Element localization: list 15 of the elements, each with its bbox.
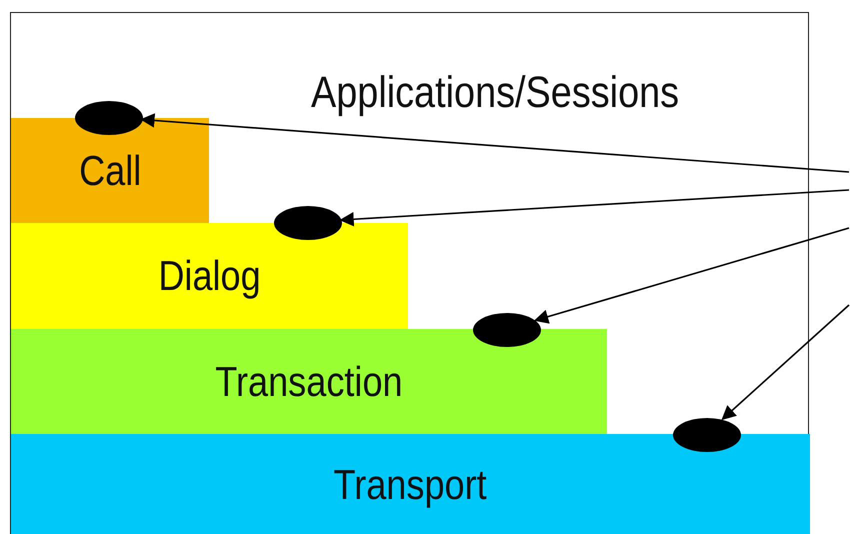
layer-box xyxy=(11,434,810,534)
layer-box xyxy=(11,223,408,329)
diagram-frame xyxy=(10,12,809,534)
layer-box xyxy=(11,118,209,223)
arrow xyxy=(339,189,850,226)
arrow xyxy=(140,113,850,173)
layer-title: Applications/Sessions xyxy=(311,71,680,115)
layer-label: Dialog xyxy=(158,255,261,297)
layer-label: Transaction xyxy=(215,360,403,402)
arrow xyxy=(534,227,850,324)
ellipse-marker xyxy=(473,313,541,347)
layer-label: Call xyxy=(78,150,142,192)
arrow xyxy=(721,304,850,420)
layer-label: Transport xyxy=(334,464,488,506)
layer-box xyxy=(11,329,607,434)
